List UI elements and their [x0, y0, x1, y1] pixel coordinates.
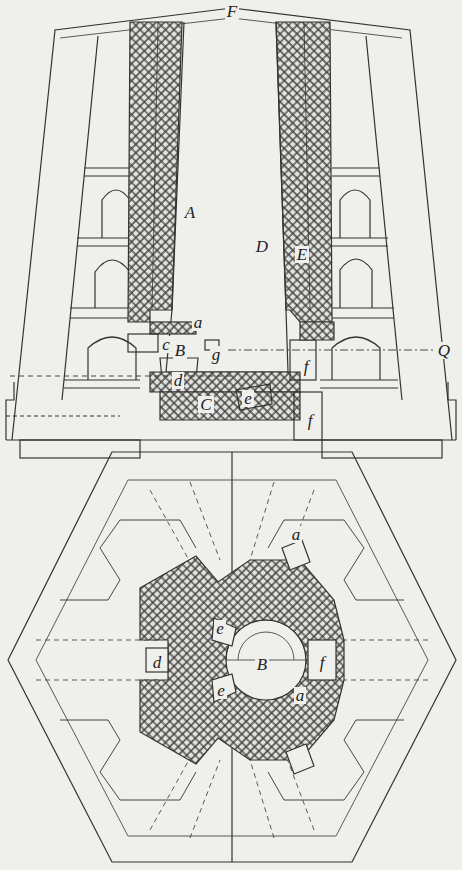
part-letter: e	[215, 682, 227, 699]
part-letter: c	[160, 336, 172, 353]
part-letter: B	[255, 656, 269, 673]
part-letter: C	[198, 396, 213, 413]
part-letter: a	[290, 526, 303, 543]
part-letter: e	[214, 620, 226, 637]
part-letter: a	[192, 314, 205, 331]
part-letter: f	[306, 412, 315, 429]
part-letter: Q	[436, 342, 452, 359]
part-letter: f	[318, 654, 327, 671]
part-letter: A	[183, 204, 197, 221]
part-letter: g	[210, 346, 223, 363]
part-letter: F	[225, 3, 239, 20]
part-letter: D	[254, 238, 270, 255]
part-letter: B	[173, 342, 187, 359]
part-letter: E	[295, 246, 309, 263]
part-letter: a	[294, 687, 307, 704]
part-letter: d	[172, 372, 185, 389]
part-letter: f	[302, 358, 311, 375]
part-letter: d	[151, 654, 164, 671]
part-letter: e	[242, 390, 254, 407]
